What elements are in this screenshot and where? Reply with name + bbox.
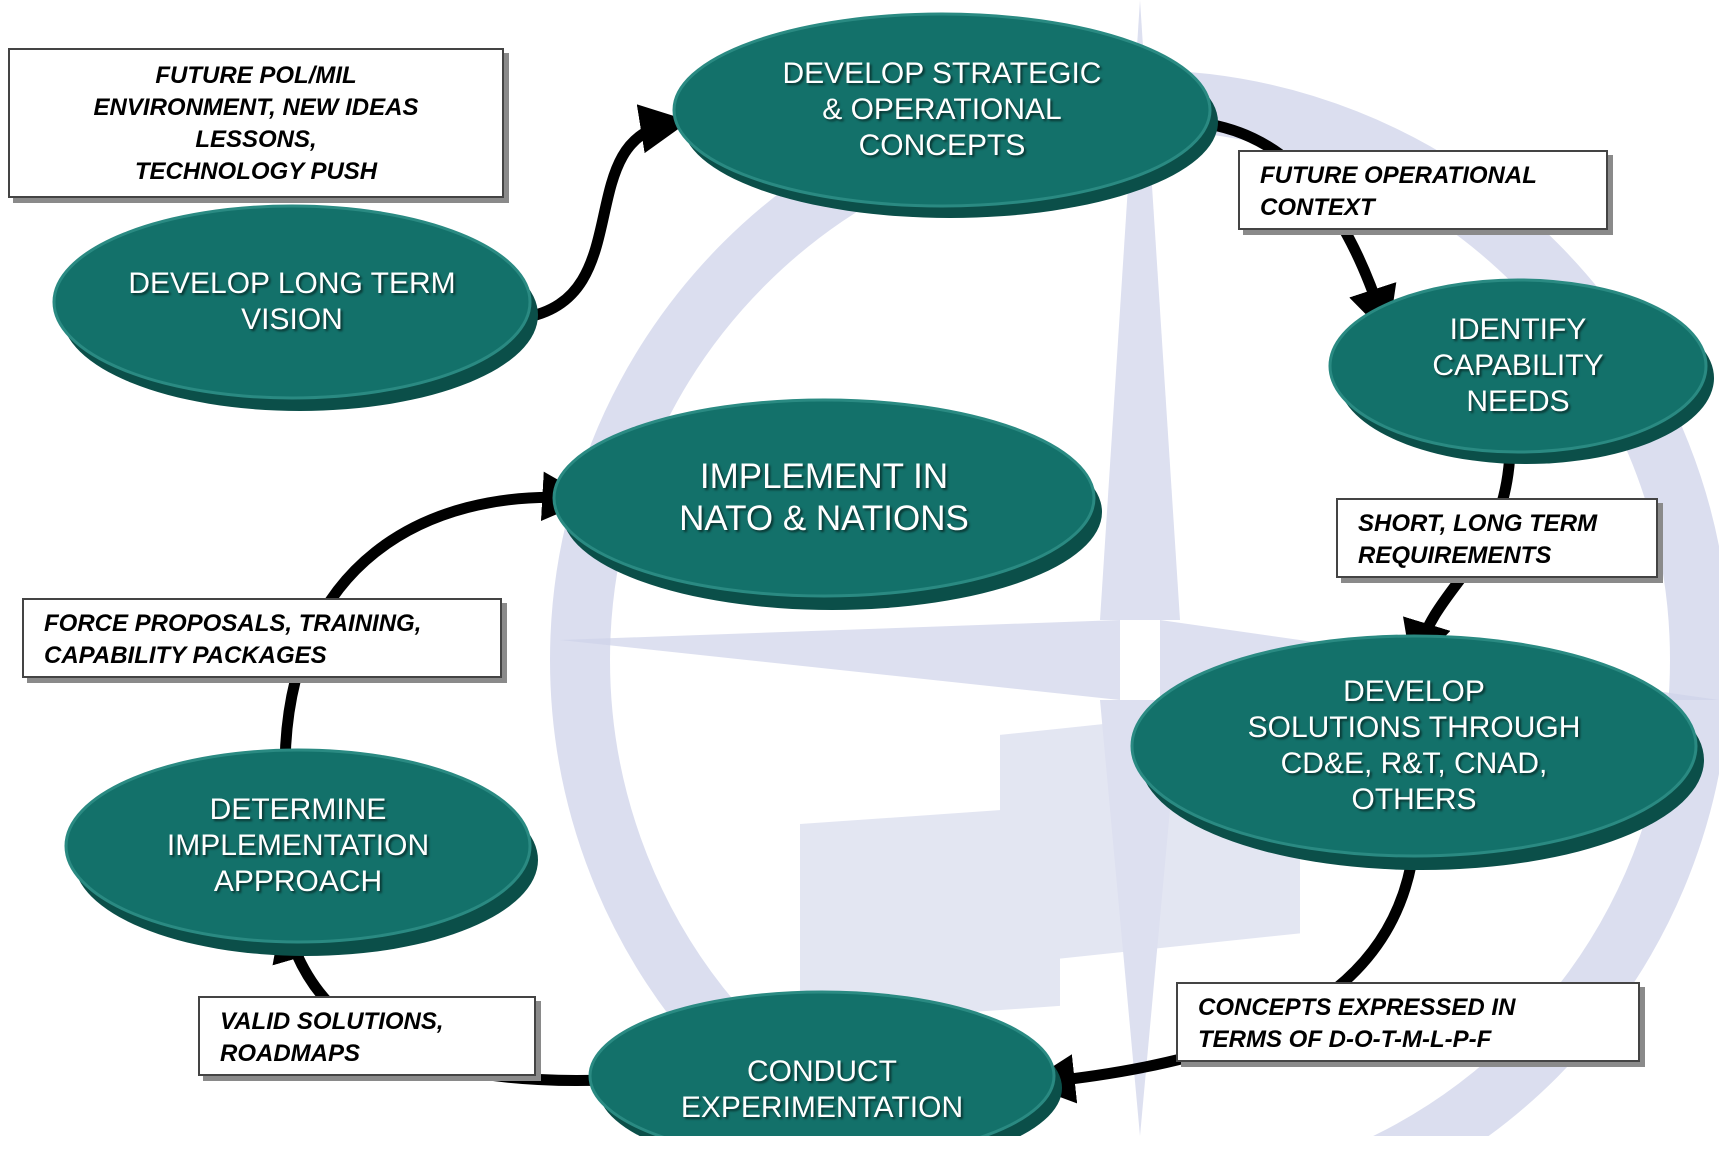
node-shapes (52, 12, 1714, 1136)
label-future-environment: FUTURE POL/MIL ENVIRONMENT, NEW IDEAS LE… (8, 48, 504, 198)
node-develop-solutions: DEVELOP SOLUTIONS THROUGH CD&E, R&T, CNA… (1247, 675, 1581, 816)
arrow-vision-to-strategic (516, 104, 690, 324)
arrow-approach-to-implement (279, 471, 592, 776)
node-develop-strategic-concepts: DEVELOP STRATEGIC & OPERATIONAL CONCEPTS (782, 57, 1102, 162)
capability-development-cycle-diagram: DEVELOP LONG TERM VISION DEVELOP STRATEG… (8, 0, 1719, 1136)
node-conduct-experimentation: CONDUCT EXPERIMENTATION (680, 1055, 964, 1124)
node-implement-in-nato-nations: IMPLEMENT IN NATO & NATIONS (679, 457, 969, 538)
node-develop-long-term-vision: DEVELOP LONG TERM VISION (128, 267, 456, 336)
label-concepts-dotmlpf: CONCEPTS EXPRESSED IN TERMS OF D-O-T-M-L… (1176, 982, 1640, 1062)
node-identify-capability-needs: IDENTIFY CAPABILITY NEEDS (1432, 313, 1604, 418)
label-future-operational-context: FUTURE OPERATIONAL CONTEXT (1238, 150, 1608, 230)
label-force-proposals: FORCE PROPOSALS, TRAINING, CAPABILITY PA… (22, 598, 502, 678)
label-short-long-term-requirements: SHORT, LONG TERM REQUIREMENTS (1336, 498, 1658, 578)
label-valid-solutions-roadmaps: VALID SOLUTIONS, ROADMAPS (198, 996, 536, 1076)
node-determine-implementation-approach: DETERMINE IMPLEMENTATION APPROACH (166, 793, 430, 898)
